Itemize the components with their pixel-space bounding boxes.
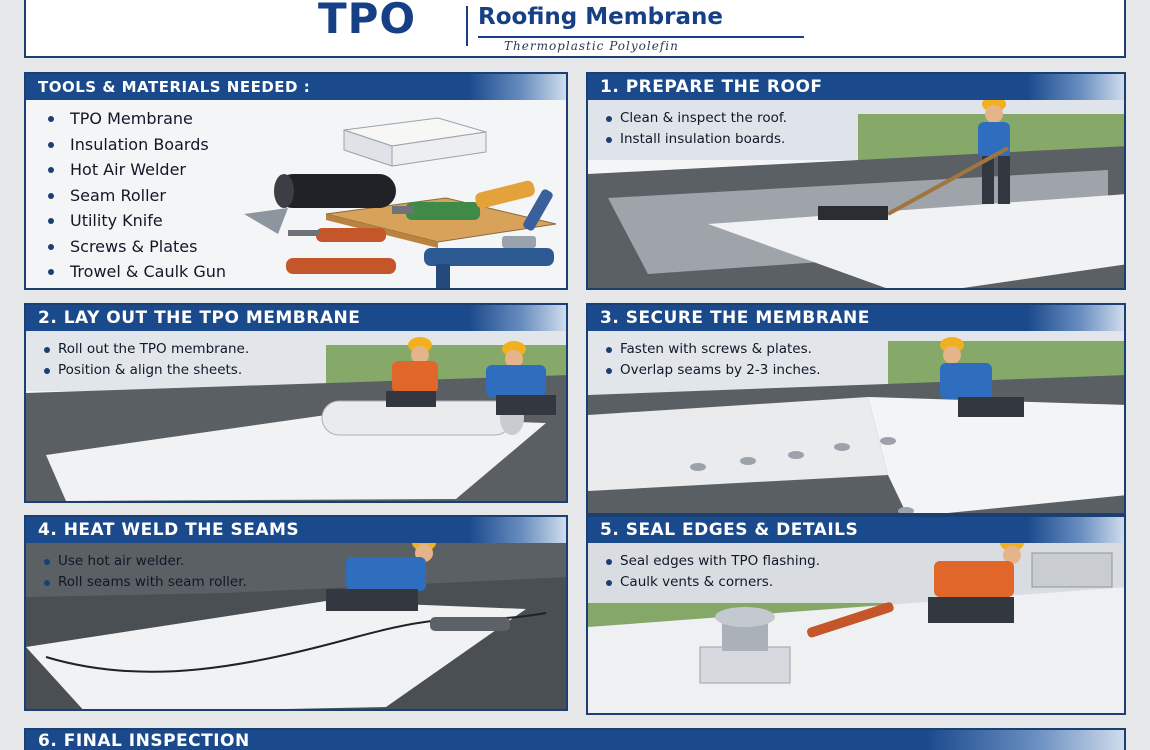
- worker-figure-icon: [326, 535, 436, 611]
- worker-figure-icon: [486, 341, 556, 415]
- poster-title: Roofing Membrane: [478, 4, 723, 30]
- tools-list-item: Hot Air Welder: [48, 157, 226, 183]
- step-4-bullets: Use hot air welder. Roll seams with seam…: [44, 551, 247, 593]
- tools-list-item: Screws & Plates: [48, 234, 226, 260]
- step-6-panel: 6. FINAL INSPECTION: [24, 728, 1126, 750]
- worker-figure-icon: [818, 96, 1010, 220]
- tools-list-item: Seam Roller: [48, 183, 226, 209]
- step-bullet: Caulk vents & corners.: [606, 572, 820, 593]
- step-bullet: Fasten with screws & plates.: [606, 339, 821, 360]
- step-bullet: Install insulation boards.: [606, 129, 787, 150]
- worker-figure-icon: [386, 337, 438, 407]
- step-1-illustration: [588, 96, 1124, 288]
- step-5-bullets: Seal edges with TPO flashing. Caulk vent…: [606, 551, 820, 593]
- step-3-bullets: Fasten with screws & plates. Overlap sea…: [606, 339, 821, 381]
- step-2-title: 2. LAY OUT THE TPO MEMBRANE: [38, 308, 361, 328]
- caulk-gun-icon: [286, 248, 554, 288]
- step-5-illustration: [588, 535, 1124, 713]
- screw-plates-icon: [690, 437, 914, 513]
- step-6-title: 6. FINAL INSPECTION: [38, 731, 250, 750]
- panel-title-bar: 2. LAY OUT THE TPO MEMBRANE: [26, 305, 566, 331]
- step-bullet: Clean & inspect the roof.: [606, 108, 787, 129]
- panel-title-bar: 3. SECURE THE MEMBRANE: [588, 305, 1124, 331]
- step-2-panel: 2. LAY OUT THE TPO MEMBRANE Roll out the…: [24, 303, 568, 503]
- header-divider: [466, 6, 468, 46]
- step-3-title: 3. SECURE THE MEMBRANE: [600, 308, 870, 328]
- tools-panel: TOOLS & MATERIALS NEEDED : TPO Membrane …: [24, 72, 568, 290]
- roof-vent-icon: [699, 607, 791, 684]
- panel-title-bar: TOOLS & MATERIALS NEEDED :: [26, 74, 566, 100]
- step-5-panel: 5. SEAL EDGES & DETAILS Seal edges with …: [586, 515, 1126, 715]
- poster-subtitle: Thermoplastic Polyolefin: [504, 39, 679, 53]
- panel-title-bar: 6. FINAL INSPECTION: [26, 730, 1124, 750]
- step-2-illustration: [26, 331, 566, 501]
- step-bullet: Overlap seams by 2-3 inches.: [606, 360, 821, 381]
- step-4-title: 4. HEAT WELD THE SEAMS: [38, 520, 300, 540]
- brand-logo: TPO: [318, 0, 417, 43]
- tools-list-item: TPO Membrane: [48, 106, 226, 132]
- step-1-title: 1. PREPARE THE ROOF: [600, 77, 823, 97]
- step-4-panel: 4. HEAT WELD THE SEAMS Use hot air welde…: [24, 515, 568, 711]
- step-bullet: Roll seams with seam roller.: [44, 572, 247, 593]
- step-4-illustration: [26, 535, 566, 709]
- step-1-bullets: Clean & inspect the roof. Install insula…: [606, 108, 787, 150]
- step-5-title: 5. SEAL EDGES & DETAILS: [600, 520, 859, 540]
- hot-air-welder-icon: [392, 180, 535, 220]
- worker-figure-icon: [940, 337, 1024, 417]
- poster-header: TPO Roofing Membrane Thermoplastic Polyo…: [24, 0, 1126, 58]
- step-1-panel: 1. PREPARE THE ROOF Clean & inspect the …: [586, 72, 1126, 290]
- seam-roller-icon: [502, 189, 553, 248]
- tools-list-item: Trowel & Caulk Gun: [48, 259, 226, 285]
- tools-list: TPO Membrane Insulation Boards Hot Air W…: [48, 106, 226, 285]
- membrane-roll-icon: [274, 174, 396, 208]
- tools-illustration: [244, 117, 557, 288]
- step-2-bullets: Roll out the TPO membrane. Position & al…: [44, 339, 249, 381]
- step-bullet: Use hot air welder.: [44, 551, 247, 572]
- panel-title-bar: 4. HEAT WELD THE SEAMS: [26, 517, 566, 543]
- panel-title-bar: 1. PREPARE THE ROOF: [588, 74, 1124, 100]
- trowel-icon: [244, 208, 386, 242]
- step-3-illustration: [588, 331, 1124, 513]
- tools-title: TOOLS & MATERIALS NEEDED :: [38, 78, 311, 96]
- step-bullet: Position & align the sheets.: [44, 360, 249, 381]
- tools-list-item: Insulation Boards: [48, 132, 226, 158]
- worker-figure-icon: [807, 535, 1024, 638]
- step-3-panel: 3. SECURE THE MEMBRANE Fasten with screw…: [586, 303, 1126, 515]
- step-bullet: Roll out the TPO membrane.: [44, 339, 249, 360]
- panel-title-bar: 5. SEAL EDGES & DETAILS: [588, 517, 1124, 543]
- step-bullet: Seal edges with TPO flashing.: [606, 551, 820, 572]
- tools-list-item: Utility Knife: [48, 208, 226, 234]
- header-rule: [478, 36, 804, 38]
